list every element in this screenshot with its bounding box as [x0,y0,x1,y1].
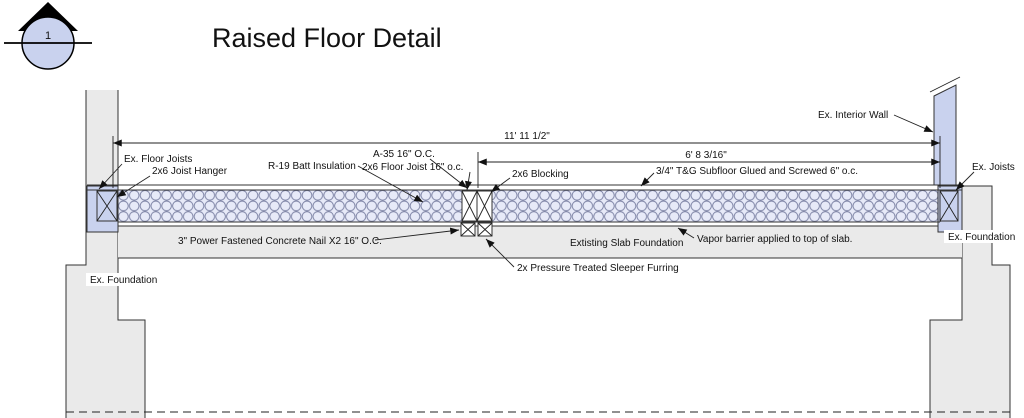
callout-label: 2x Pressure Treated Sleeper Furring [517,263,679,274]
callout-label: 3/4" T&G Subfloor Glued and Screwed 6" o… [656,166,858,177]
callout-label: Ex. Floor Joists [124,154,192,165]
insulation-hatch [118,190,940,222]
leader-line [640,172,655,187]
callout-batt-insulation: R-19 Batt Insulation [268,161,424,203]
leader-line [490,177,511,193]
callout-interior-wall: Ex. Interior Wall [818,110,934,133]
callout-label: A-35 16" O.C. [373,149,435,160]
callout-label: Ex. Foundation [948,232,1015,243]
callout-ex-floor-joists: Ex. Floor Joists [98,154,192,190]
callout-foundation-left: Ex. Foundation [86,273,162,286]
leader-line [485,238,515,268]
callout-label: 2x6 Floor Joist 16" o.c. [362,162,463,173]
leader-line [464,171,472,191]
end-joist-right [939,190,959,222]
callout-label: 3" Power Fastened Concrete Nail X2 16" O… [178,236,382,247]
callout-label: Ex. Foundation [90,275,157,286]
leader-line [429,158,468,189]
dimension-overall-value: 11' 11 1/2" [504,131,550,142]
blocking-boxes [461,190,493,222]
end-joist-left [96,190,118,222]
callout-subfloor: 3/4" T&G Subfloor Glued and Screwed 6" o… [640,166,858,187]
callout-label: R-19 Batt Insulation [268,161,356,172]
leader-line [98,163,123,190]
callout-label: Vapor barrier applied to top of slab. [697,234,852,245]
callout-concrete-nail: 3" Power Fastened Concrete Nail X2 16" O… [178,227,460,247]
leader-line [893,114,934,133]
callout-joist-hanger: 2x6 Joist Hanger [116,166,228,198]
callout-label: Ex. Interior Wall [818,110,888,121]
leader-line [677,227,695,239]
left-foundation-fill [66,90,145,418]
callout-label: 2x6 Blocking [512,169,569,180]
ex-interior-wall [933,84,957,186]
slab-edges [118,225,962,259]
callout-foundation-right: Ex. Foundation [944,230,1016,243]
callout-label: 2x6 Joist Hanger [152,166,228,177]
section-cut-members [96,190,959,237]
callout-ex-joists: Ex. Joists [955,162,1015,191]
callout-vapor-barrier: Vapor barrier applied to top of slab. [677,227,852,245]
leader-line [955,171,975,191]
label-slab-foundation: Extisting Slab Foundation [570,238,683,249]
slab-fill [118,226,962,258]
callout-label: Extisting Slab Foundation [570,238,683,249]
leader-line [357,165,424,203]
subfloor-lines [87,184,962,223]
right-foundation-fill [930,186,1010,418]
slab-foundation [118,225,962,259]
wall-break-line [929,76,961,93]
text-mask [86,273,162,286]
floor-assembly [118,190,940,222]
sleeper-boxes [460,222,493,237]
dimension-partial: 6' 8 3/16" [477,150,940,188]
callout-label: Ex. Joists [972,162,1015,173]
callout-sleeper-furring: 2x Pressure Treated Sleeper Furring [485,238,679,274]
callout-a35: A-35 16" O.C. [373,149,468,189]
leader-line [116,175,151,198]
callout-blocking: 2x6 Blocking [490,169,569,193]
detail-marker: 1 [4,2,92,70]
drawing-title: Raised Floor Detail [212,23,442,53]
text-mask [944,230,1016,243]
dimension-partial-value: 6' 8 3/16" [685,150,727,161]
leader-line [374,227,460,241]
detail-number: 1 [45,30,51,42]
callout-floor-joist: 2x6 Floor Joist 16" o.c. [362,162,472,191]
